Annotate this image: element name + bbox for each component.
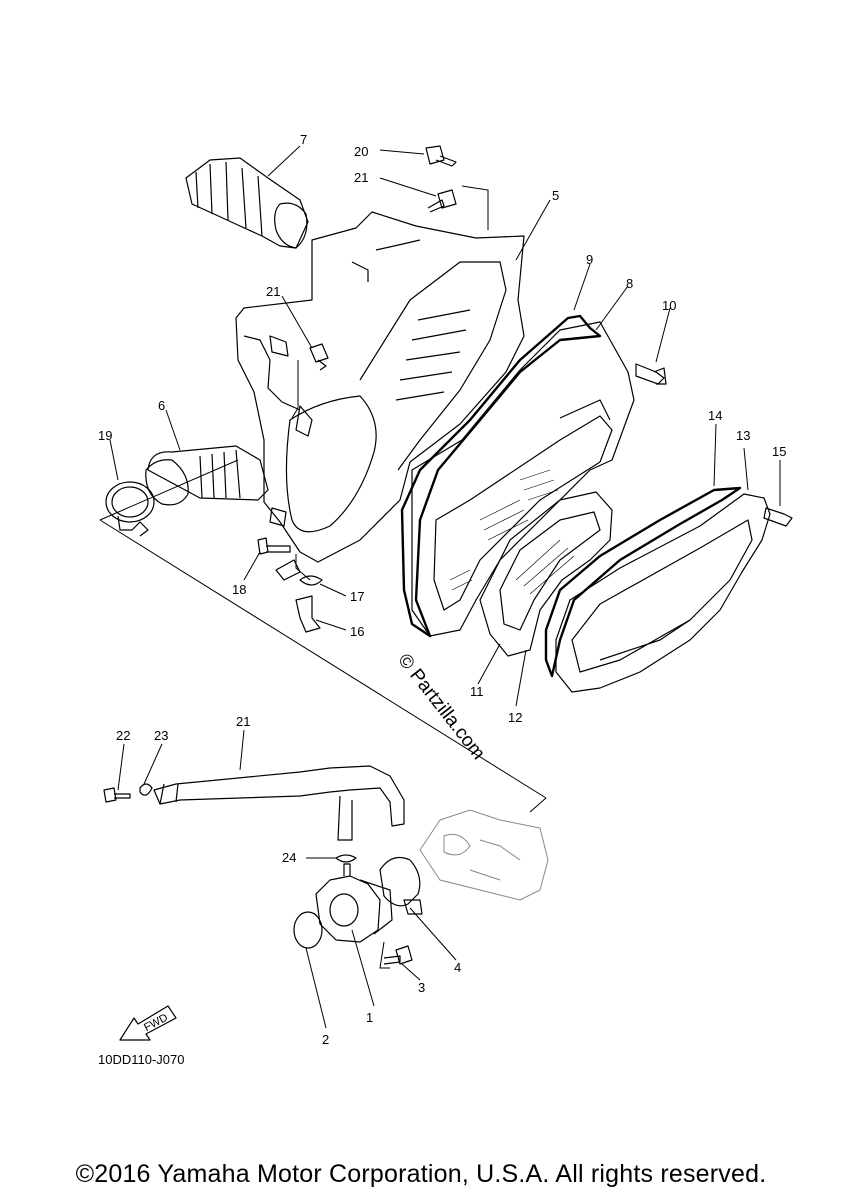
- air-cleaner-joint-part-6: [145, 445, 269, 506]
- screw-part-15: [763, 507, 793, 527]
- airbox-cover-part-13: [555, 493, 771, 693]
- callout-19: 19: [98, 428, 112, 443]
- callout-20: 20: [354, 144, 368, 159]
- leader-lines: [109, 145, 781, 1029]
- element-housing-part-8: [411, 321, 635, 637]
- callout-10: 10: [662, 298, 676, 313]
- callout-14: 14: [708, 408, 722, 423]
- assembly-boundary-line-3: [529, 797, 547, 813]
- screw-part-3: [383, 945, 413, 965]
- clamp-part-4: [379, 857, 423, 915]
- callout-17: 17: [350, 589, 364, 604]
- callout-23: 22: [116, 728, 130, 743]
- fwd-arrow-icon: FWD: [119, 1005, 177, 1041]
- assembly-boundary-line-2: [99, 519, 547, 799]
- callout-6: 6: [158, 398, 165, 413]
- hose-part-22: [153, 765, 405, 841]
- clip-part-17: [299, 575, 323, 586]
- clip-part-24-upper: [139, 783, 153, 796]
- figure-code: 10DD110-J070: [98, 1052, 185, 1067]
- gasket-part-14: [544, 486, 742, 678]
- bolt-part-21-upper: [427, 189, 457, 213]
- callout-12: 12: [508, 710, 522, 725]
- callout-24-upper: 23: [154, 728, 168, 743]
- screw-part-23: [103, 787, 131, 803]
- callout-22: 21: [236, 714, 250, 729]
- callout-13: 13: [736, 428, 750, 443]
- screw-part-10: [635, 363, 667, 385]
- callout-21-lower: 21: [266, 284, 280, 299]
- callout-15: 15: [772, 444, 786, 459]
- o-ring-part-2: [293, 911, 323, 949]
- airbox-case-part-5: [235, 211, 525, 581]
- callout-1: 1: [366, 1010, 373, 1025]
- callout-8: 8: [626, 276, 633, 291]
- air-filter-element-part-12: [479, 491, 613, 657]
- clip-part-24-lower: [335, 854, 357, 863]
- intake-duct-part-7: [185, 157, 309, 249]
- callout-4: 4: [454, 960, 461, 975]
- clamp-part-19: [105, 481, 155, 537]
- fwd-label: FWD: [142, 1012, 170, 1034]
- copyright-notice: ©2016 Yamaha Motor Corporation, U.S.A. A…: [75, 1160, 767, 1188]
- callout-21-upper: 21: [354, 170, 368, 185]
- callout-18: 18: [232, 582, 246, 597]
- assembly-boundary-line: [99, 459, 239, 521]
- bolt-part-21-lower: [309, 343, 329, 371]
- callout-11: 11: [470, 684, 484, 699]
- intake-manifold-part-1: [315, 863, 393, 943]
- gasket-part-9: [400, 314, 602, 638]
- callout-24-lower: 24: [282, 850, 296, 865]
- callout-2: 2: [322, 1032, 329, 1047]
- callout-5: 5: [552, 188, 559, 203]
- callout-3: 3: [418, 980, 425, 995]
- carburetor-outline: [419, 809, 549, 901]
- bolt-part-20: [425, 145, 457, 167]
- callout-numbers: 7 20 21 5 9 8 10 21 6 19 14 13 15 18 17 …: [98, 132, 786, 1047]
- drain-plug-part-16: [295, 595, 321, 633]
- callout-16: 16: [350, 624, 364, 639]
- callout-7: 7: [300, 132, 307, 147]
- callout-9: 9: [586, 252, 593, 267]
- screw-part-18: [257, 537, 291, 555]
